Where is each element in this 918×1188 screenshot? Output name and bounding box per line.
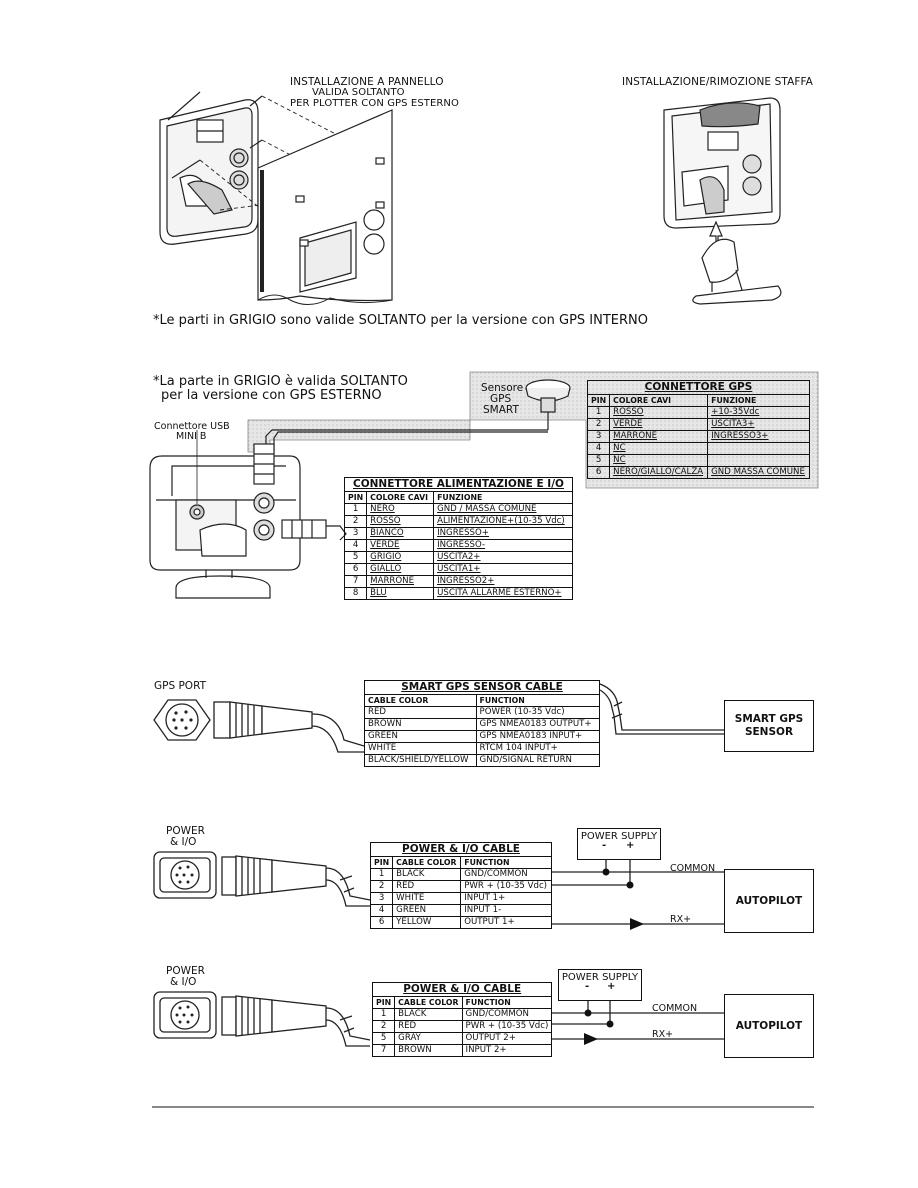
power-supply-plus: + xyxy=(607,981,616,992)
rx-label-1: RX+ xyxy=(670,914,692,925)
top-right-caption: INSTALLAZIONE/RIMOZIONE STAFFA xyxy=(622,76,813,88)
power-io-1-drawing xyxy=(153,851,724,925)
power-supply-box-2: POWER SUPPLY - + xyxy=(558,969,642,1001)
smart-gps-box-line1: SMART GPS xyxy=(734,713,804,725)
power-supply-plus: + xyxy=(626,840,635,851)
header-function: FUNCTION xyxy=(460,856,552,869)
power-io-label-2-line1: POWER xyxy=(166,965,205,977)
bracket-install-drawing xyxy=(663,97,782,305)
header-function: FUNZIONE xyxy=(433,491,573,504)
panel-install-drawing xyxy=(159,91,393,305)
top-left-caption-3: PER PLOTTER CON GPS ESTERNO xyxy=(290,98,459,109)
header-color: COLORE CAVI xyxy=(609,394,709,407)
power-io-cable-table-2: POWER & I/O CABLE PIN CABLE COLOR FUNCTI… xyxy=(371,982,553,1057)
gps-connector-table: CONNETTORE GPS PIN COLORE CAVI FUNZIONE … xyxy=(586,380,810,479)
sensor-label-1: Sensore xyxy=(481,382,524,394)
header-pin: PIN xyxy=(369,856,394,869)
usb-label-2: MINI B xyxy=(176,431,207,442)
gps-port-label: GPS PORT xyxy=(154,680,207,692)
header-function: FUNCTION xyxy=(461,996,553,1009)
power-supply-title: POWER SUPPLY xyxy=(580,831,658,842)
header-pin: PIN xyxy=(371,996,396,1009)
sensor-label-2: GPS xyxy=(490,393,512,405)
smart-gps-box-line2: SENSOR xyxy=(744,726,794,738)
rx2-arrow xyxy=(584,1033,598,1045)
table-title: POWER & I/O CABLE xyxy=(370,842,552,857)
autopilot-box-1: AUTOPILOT xyxy=(724,869,814,933)
power-io-connector-table: CONNETTORE ALIMENTAZIONE E I/O PIN COLOR… xyxy=(343,477,573,600)
ps1-pwr-junction xyxy=(626,881,634,889)
ps2-pwr-junction xyxy=(606,1020,614,1028)
table-title: CONNETTORE GPS xyxy=(587,380,810,395)
header-pin: PIN xyxy=(343,491,368,504)
common-label-1: COMMON xyxy=(670,863,716,874)
power-io-label-2-line2: & I/O xyxy=(170,976,197,988)
power-io-label-1-line2: & I/O xyxy=(170,836,197,848)
header-color: CABLE COLOR xyxy=(392,856,462,869)
gps-port-drawing xyxy=(153,683,724,753)
table-title: SMART GPS SENSOR CABLE xyxy=(364,680,600,695)
power-supply-minus: - xyxy=(602,840,607,851)
sensor-label-3: SMART xyxy=(483,404,519,416)
header-color: CABLE COLOR xyxy=(394,996,463,1009)
table-title: CONNETTORE ALIMENTAZIONE E I/O xyxy=(344,477,573,492)
table-title: POWER & I/O CABLE xyxy=(371,982,553,997)
smart-gps-cable-table: SMART GPS SENSOR CABLE CABLE COLOR FUNCT… xyxy=(364,680,601,767)
power-io-2-drawing xyxy=(153,991,724,1047)
header-color: CABLE COLOR xyxy=(364,694,477,707)
rx-label-2: RX+ xyxy=(652,1029,674,1040)
header-pin: PIN xyxy=(586,394,611,407)
power-io-cable-table-1: POWER & I/O CABLE PIN CABLE COLOR FUNCTI… xyxy=(369,842,552,929)
header-function: FUNCTION xyxy=(475,694,601,707)
header-color: COLORE CAVI xyxy=(366,491,435,504)
usb-label-1: Connettore USB xyxy=(154,421,230,432)
ps1-common-junction xyxy=(602,868,610,876)
note-internal-gps: *Le parti in GRIGIO sono valide SOLTANTO… xyxy=(153,313,649,328)
power-supply-box-1: POWER SUPPLY - + xyxy=(577,828,661,860)
power-supply-title: POWER SUPPLY xyxy=(561,972,639,983)
common-label-2: COMMON xyxy=(652,1003,698,1014)
rx1-arrow xyxy=(630,918,644,930)
note-external-gps-1: *La parte in GRIGIO è valida SOLTANTO xyxy=(153,374,408,389)
autopilot-box-2: AUTOPILOT xyxy=(724,994,814,1058)
header-function: FUNZIONE xyxy=(707,394,810,407)
power-io-label-1-line1: POWER xyxy=(166,825,205,837)
power-supply-minus: - xyxy=(585,981,590,992)
note-external-gps-2: per la versione con GPS ESTERNO xyxy=(161,388,382,403)
top-left-caption-1: INSTALLAZIONE A PANNELLO xyxy=(290,76,444,88)
top-left-caption-2: VALIDA SOLTANTO xyxy=(312,87,405,98)
ps2-common-junction xyxy=(584,1009,592,1017)
